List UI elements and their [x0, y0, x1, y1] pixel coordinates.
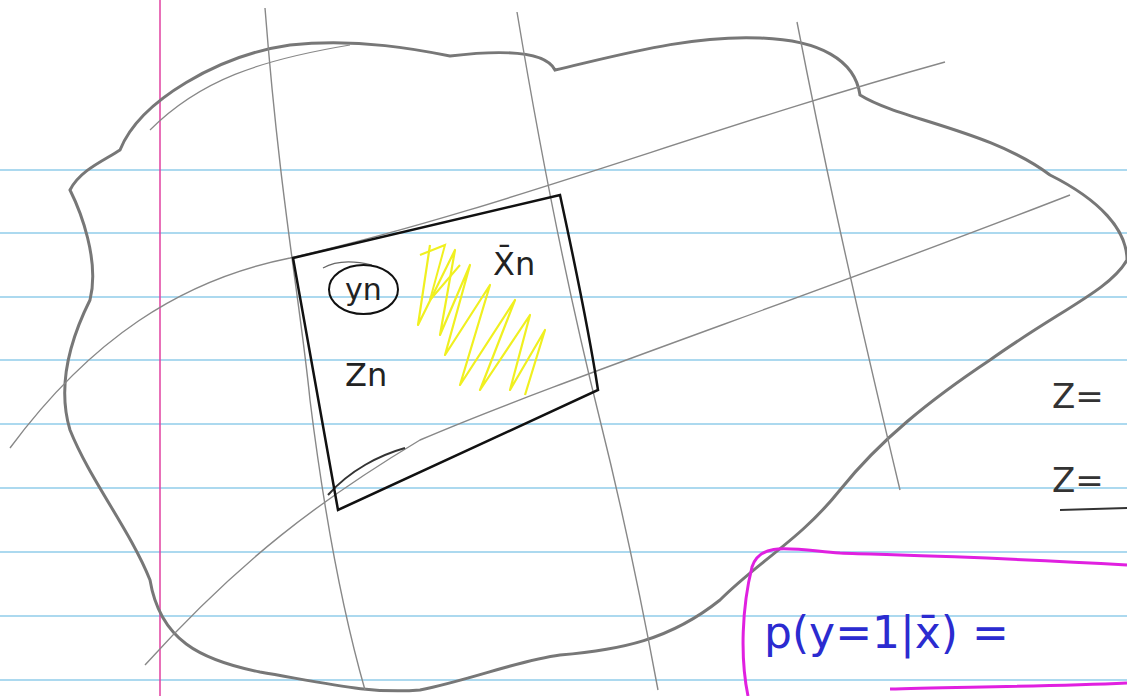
circled-variable: yn	[327, 263, 400, 316]
plate-box: X̄nZn yn	[293, 195, 598, 510]
handwritten-note: Z=	[1052, 462, 1104, 499]
handwritten-note: Z=	[1052, 378, 1104, 415]
formula-box: p(y=1|x̄) =	[740, 537, 1127, 696]
node-outline	[293, 195, 598, 510]
handwritten-text: p(y=1|x̄) =	[764, 609, 1009, 657]
handwritten-text: X̄n	[493, 247, 535, 282]
handwritten-text: yn	[345, 273, 382, 306]
handwritten-text: Zn	[345, 358, 387, 393]
